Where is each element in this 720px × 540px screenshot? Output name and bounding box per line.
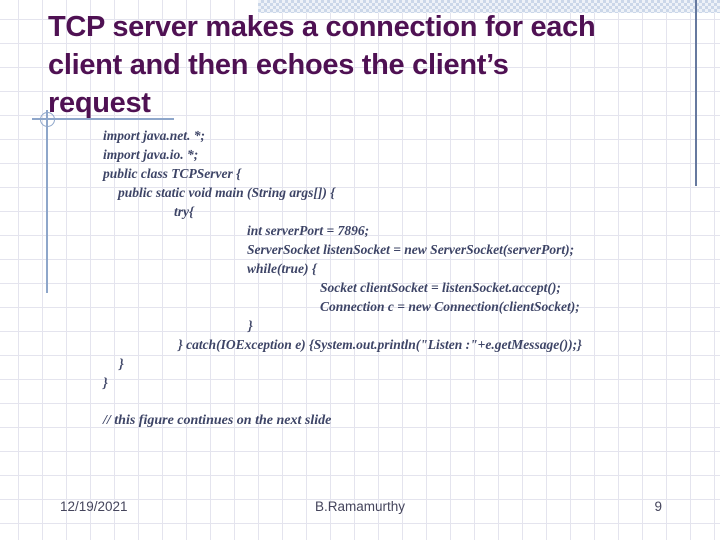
footer-date: 12/19/2021	[60, 499, 128, 514]
code-line: }	[119, 356, 124, 371]
code-line: } catch(IOException e) {System.out.print…	[178, 337, 582, 352]
slide-title: TCP server makes a connection for each c…	[48, 8, 638, 122]
code-line: import java.net. *;	[103, 128, 205, 143]
code-line: public static void main (String args[]) …	[118, 185, 335, 200]
left-guide-line-decoration	[46, 110, 48, 293]
slide-title-line-2: client and then echoes the client’s	[48, 49, 509, 81]
code-line: while(true) {	[247, 261, 317, 276]
right-edge-line-decoration	[695, 0, 697, 186]
code-line: public class TCPServer {	[103, 166, 241, 181]
code-line: int serverPort = 7896;	[247, 223, 370, 238]
code-line: import java.io. *;	[103, 147, 199, 162]
title-underline-decoration	[32, 118, 174, 120]
code-line: try{	[174, 204, 194, 219]
code-line: }	[248, 318, 253, 333]
top-banner-decoration	[258, 0, 720, 13]
code-comment: // this figure continues on the next sli…	[103, 413, 332, 428]
footer-page-number: 9	[654, 499, 662, 514]
slide-title-line-3: request	[48, 87, 151, 119]
anchor-circle-icon	[40, 112, 55, 127]
code-line: }	[103, 375, 108, 390]
footer-author: B.Ramamurthy	[314, 499, 406, 514]
code-line: ServerSocket listenSocket = new ServerSo…	[247, 242, 575, 257]
code-block: import java.net. *; import java.io. *; p…	[103, 126, 683, 392]
code-line: Socket clientSocket = listenSocket.accep…	[320, 280, 561, 295]
slide-title-line-1: TCP server makes a connection for each	[48, 11, 596, 43]
code-line: Connection c = new Connection(clientSock…	[320, 299, 580, 314]
